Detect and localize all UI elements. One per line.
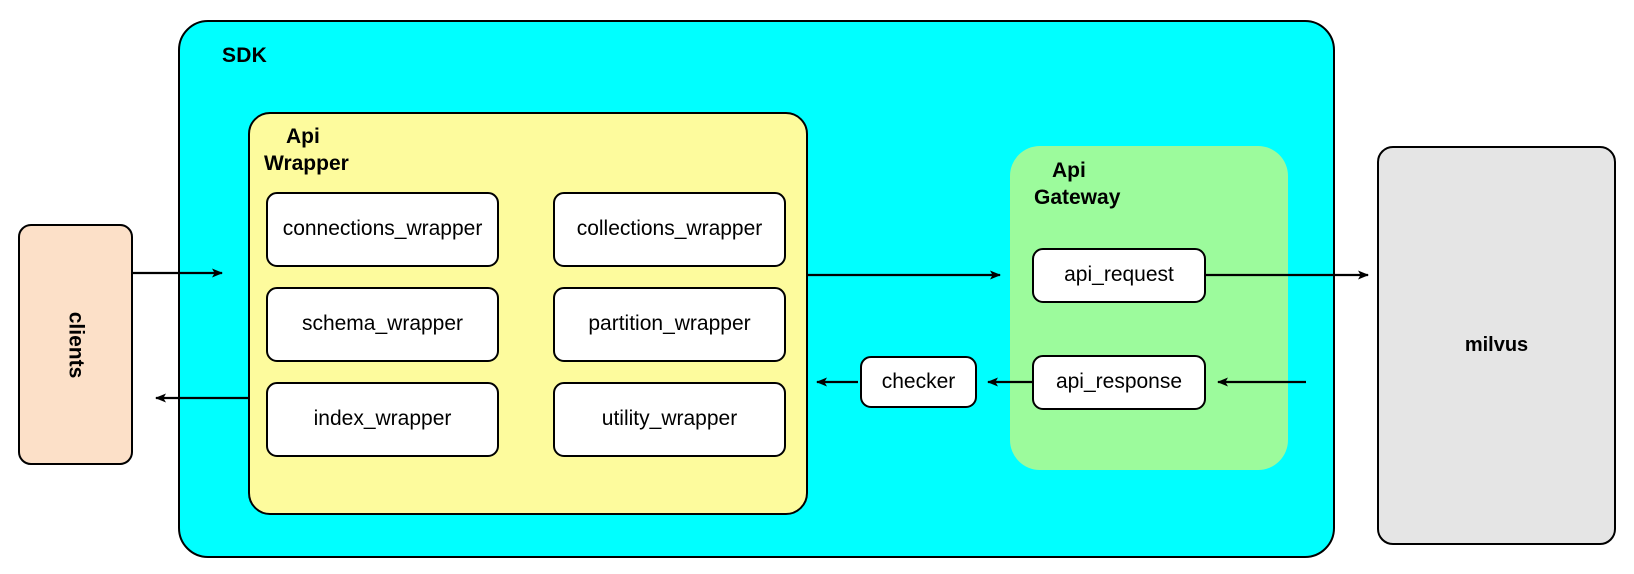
clients-box[interactable]: clients bbox=[18, 224, 133, 465]
node-label: checker bbox=[881, 369, 956, 393]
api-wrapper-title: Api Wrapper bbox=[264, 124, 406, 178]
module-label: connections_wrapper bbox=[282, 217, 483, 241]
module-index-wrapper[interactable]: index_wrapper bbox=[266, 382, 499, 457]
milvus-label: milvus bbox=[1464, 334, 1529, 356]
api-wrapper-title-line1: Api bbox=[286, 125, 320, 148]
clients-label: clients bbox=[64, 311, 88, 378]
module-label: schema_wrapper bbox=[301, 312, 464, 336]
api-gateway-title: Api Gateway bbox=[1034, 158, 1182, 212]
module-connections-wrapper[interactable]: connections_wrapper bbox=[266, 192, 499, 267]
module-label: index_wrapper bbox=[313, 407, 452, 431]
module-schema-wrapper[interactable]: schema_wrapper bbox=[266, 287, 499, 362]
module-partition-wrapper[interactable]: partition_wrapper bbox=[553, 287, 786, 362]
node-api-response[interactable]: api_response bbox=[1032, 355, 1206, 410]
api-gateway-title-line1: Api bbox=[1052, 159, 1086, 182]
module-collections-wrapper[interactable]: collections_wrapper bbox=[553, 192, 786, 267]
module-label: utility_wrapper bbox=[601, 407, 738, 431]
module-label: collections_wrapper bbox=[576, 217, 763, 241]
sdk-title: SDK bbox=[222, 44, 267, 67]
module-utility-wrapper[interactable]: utility_wrapper bbox=[553, 382, 786, 457]
api-wrapper-title-line2: Wrapper bbox=[264, 151, 349, 175]
milvus-box[interactable]: milvus bbox=[1377, 146, 1616, 545]
node-label: api_response bbox=[1055, 370, 1183, 394]
api-gateway-title-line2: Gateway bbox=[1034, 185, 1121, 209]
module-label: partition_wrapper bbox=[588, 312, 751, 336]
api-gateway-container: Api Gateway bbox=[1010, 146, 1288, 470]
node-checker[interactable]: checker bbox=[860, 356, 977, 408]
node-label: api_request bbox=[1064, 263, 1174, 287]
node-api-request[interactable]: api_request bbox=[1032, 248, 1206, 303]
